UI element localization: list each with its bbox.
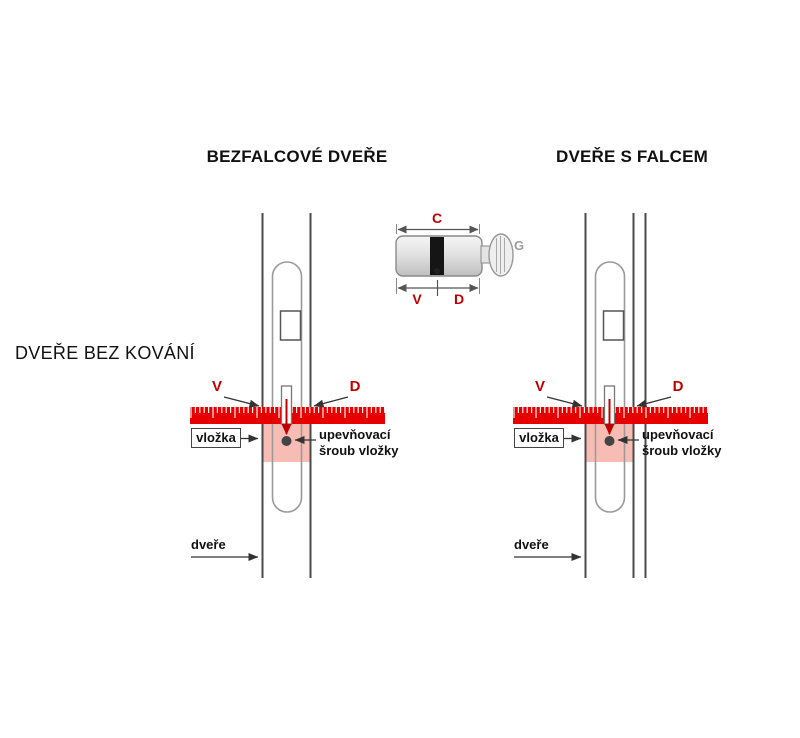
cylinder-dim-d: D bbox=[453, 291, 465, 307]
right-dim-d: D bbox=[672, 378, 684, 395]
right-label-dvere: dveře bbox=[514, 537, 549, 552]
cylinder-dim-c: C bbox=[431, 210, 443, 226]
heading-dvere-s-falcem: DVEŘE S FALCEM bbox=[555, 147, 709, 166]
door-diagram-right bbox=[513, 213, 708, 578]
heading-bezfalcove-dvere: BEZFALCOVÉ DVEŘE bbox=[206, 147, 388, 166]
left-label-screw: upevňovací šroub vložky bbox=[319, 427, 399, 458]
cylinder-cam bbox=[430, 237, 444, 275]
cylinder-diagram bbox=[395, 224, 514, 296]
cylinder-knob-g: G bbox=[514, 238, 525, 253]
screw-hole bbox=[434, 268, 440, 274]
label-dvere-bez-kovani: DVEŘE BEZ KOVÁNÍ bbox=[15, 343, 195, 363]
left-label-vlozka: vložka bbox=[191, 428, 241, 448]
right-dim-v: V bbox=[534, 378, 545, 395]
left-dim-d: D bbox=[349, 378, 361, 395]
right-label-vlozka: vložka bbox=[514, 428, 564, 448]
knob-ridges bbox=[496, 236, 505, 274]
left-label-dvere: dveře bbox=[191, 537, 226, 552]
left-dim-v: V bbox=[211, 378, 222, 395]
cylinder-dim-v: V bbox=[412, 291, 422, 307]
extension-lines bbox=[396, 224, 480, 294]
right-label-screw: upevňovací šroub vložky bbox=[642, 427, 722, 458]
door-diagram-left bbox=[190, 213, 385, 578]
